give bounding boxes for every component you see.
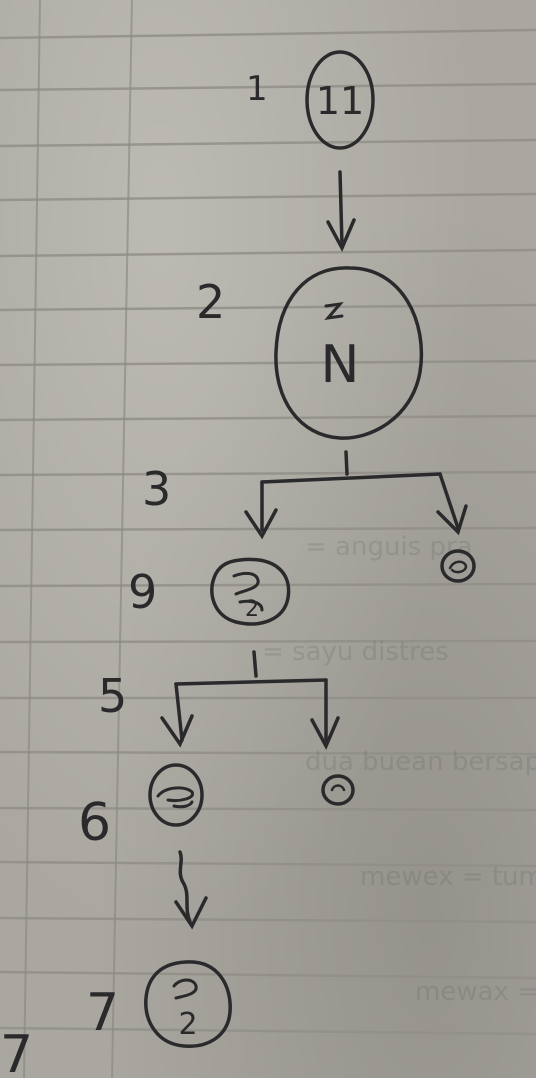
branch-3 — [244, 450, 468, 540]
node-6-squiggle — [156, 786, 195, 809]
node-7: 2 — [144, 960, 232, 1048]
step-numbers: 1 2 3 9 5 6 7 7 — [0, 69, 268, 1078]
bleed-text-1: = anguis pra — [305, 532, 473, 562]
node-2-circle — [274, 266, 424, 440]
step-number-2: 2 — [196, 275, 225, 329]
node-2: N — [274, 266, 424, 440]
node-4-right — [440, 549, 476, 583]
bleed-text-4: mewex = tumbuk — [360, 862, 536, 892]
step-number-7: 7 — [86, 983, 119, 1043]
bleed-text-5: mewax = jalinga — [415, 977, 536, 1007]
margin-mark: 7 — [0, 1025, 33, 1078]
node-6-right — [321, 774, 355, 806]
margin-lines — [23, 0, 133, 1078]
node-4-circle — [210, 557, 291, 626]
step-number-6: 6 — [78, 793, 111, 853]
branch-5 — [160, 650, 340, 751]
node-4-squiggle — [232, 571, 264, 612]
node-4-right-squiggle — [448, 560, 468, 574]
node-6-right-squiggle — [330, 784, 346, 792]
node-7-label: 2 — [178, 1007, 197, 1042]
step-number-3: 3 — [142, 462, 171, 516]
bleed-text-3: dua buean bersapten — [305, 747, 536, 777]
ruled-lines — [0, 28, 536, 1036]
arrow-1-to-2 — [326, 170, 356, 253]
node-6-circle — [148, 763, 204, 827]
node-4: 2 — [210, 557, 291, 626]
step-number-1: 1 — [246, 69, 268, 109]
node-7-circle — [144, 960, 232, 1048]
node-4-right-circle — [440, 549, 476, 583]
step-number-4: 9 — [128, 565, 157, 619]
node-1-label: 11 — [316, 79, 364, 123]
node-4-label: 2 — [245, 597, 259, 622]
node-6-right-circle — [321, 774, 355, 806]
node-1-circle — [305, 50, 375, 150]
node-2-squiggle — [324, 301, 344, 321]
node-6 — [148, 763, 204, 827]
node-1: 11 — [305, 50, 375, 150]
step-number-5: 5 — [98, 669, 127, 723]
bleed-text-2: = sayu distres — [262, 637, 449, 667]
node-2-label: N — [321, 335, 360, 395]
arrow-6-to-7 — [174, 850, 208, 930]
node-7-squiggle — [172, 978, 198, 1000]
bleed-through-text: = anguis pra = sayu distres dua buean be… — [262, 532, 536, 1007]
